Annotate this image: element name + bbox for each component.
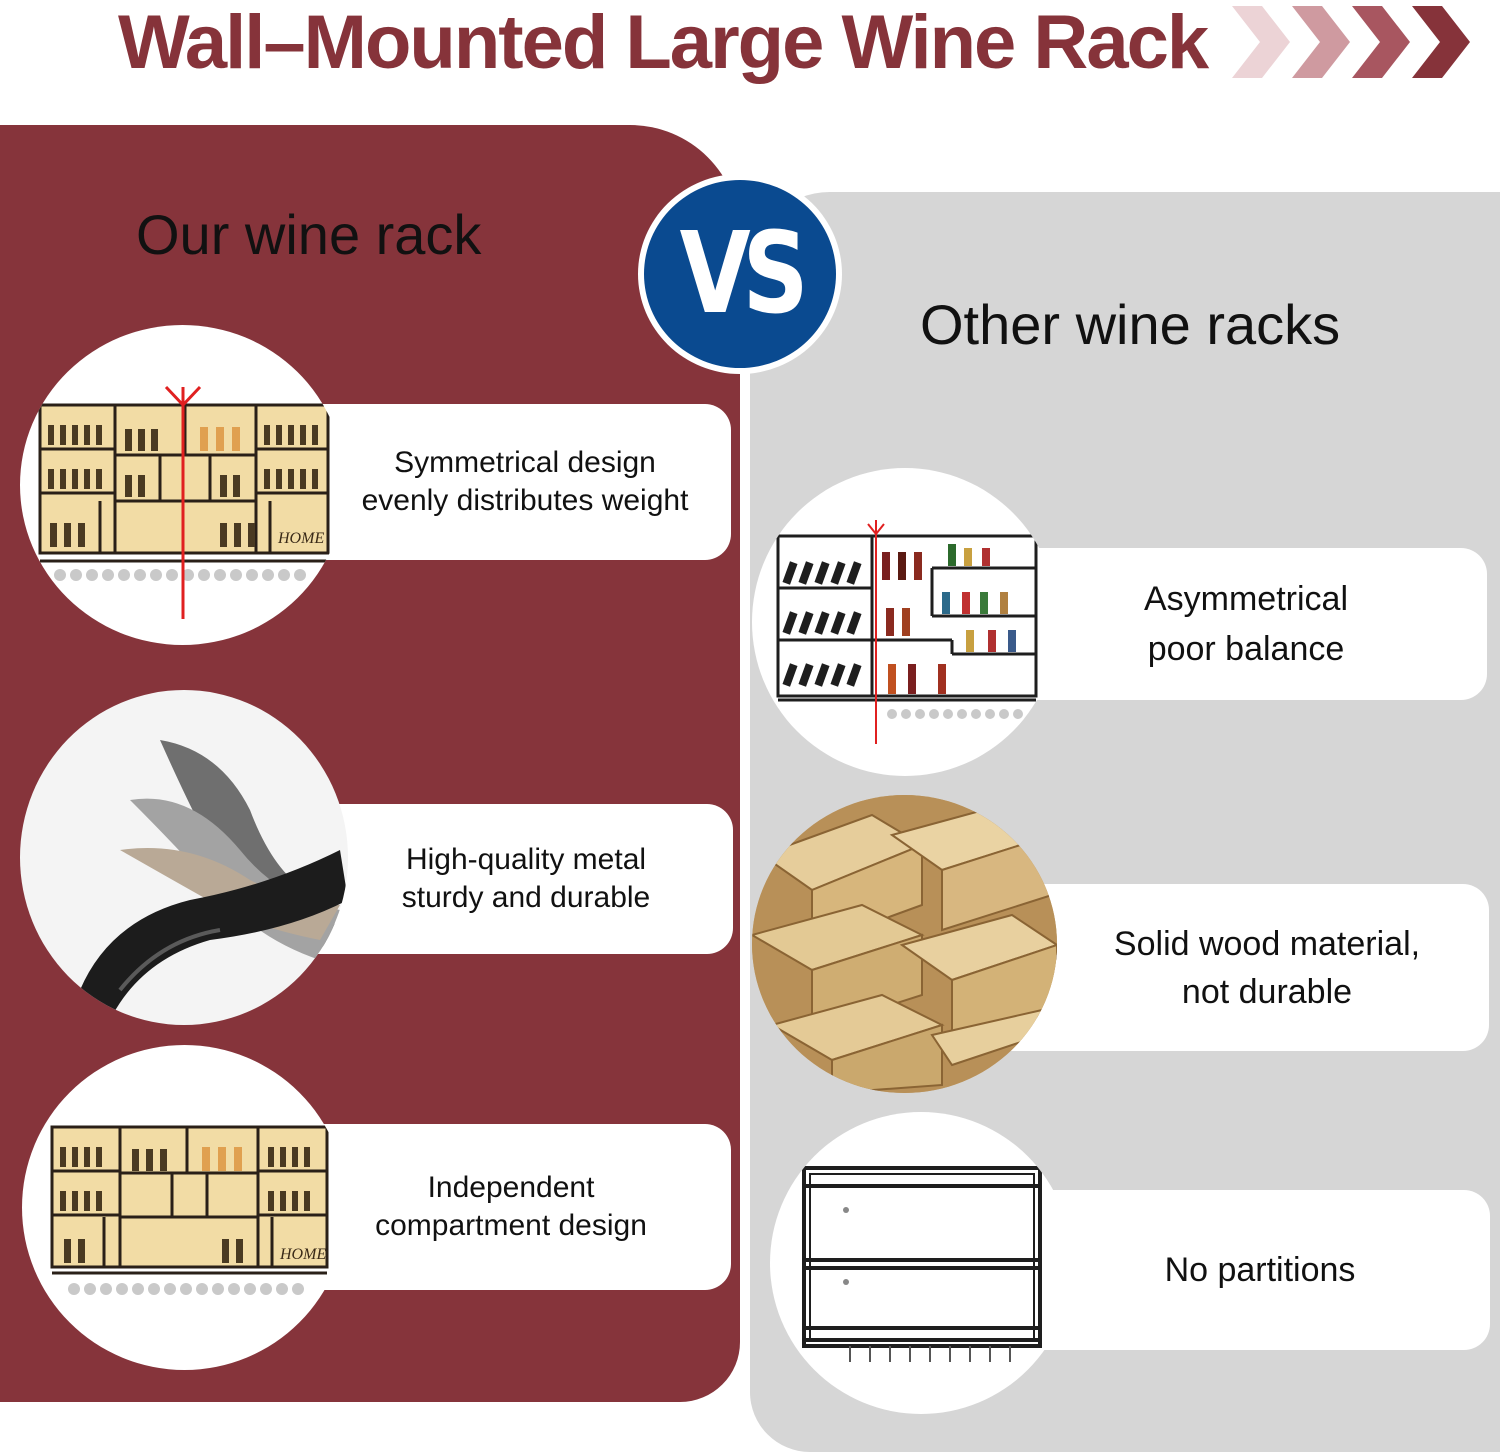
- feature-text-compartment: Independent compartment design: [330, 1124, 692, 1290]
- feature-line: poor balance: [1147, 630, 1345, 668]
- feature-text-partitions: No partitions: [1050, 1190, 1470, 1350]
- feature-text-wood: Solid wood material, not durable: [1060, 884, 1474, 1051]
- vs-text: VS: [679, 209, 809, 339]
- asymmetrical-rack-icon: [752, 468, 1058, 776]
- symmetrical-rack-icon: HOME: [20, 325, 345, 645]
- rack-sign-text: HOME: [279, 1246, 326, 1263]
- other-racks-heading: Other wine racks: [920, 293, 1341, 356]
- metal-sheets-icon: [20, 690, 348, 1025]
- feature-line: sturdy and durable: [401, 881, 651, 914]
- rack-sign-text: HOME: [277, 530, 324, 547]
- feature-line: compartment design: [375, 1209, 647, 1242]
- wood-planks-icon: [752, 795, 1057, 1093]
- feature-line: evenly distributes weight: [361, 484, 689, 517]
- feature-line: not durable: [1181, 972, 1353, 1011]
- feature-line: Symmetrical design: [394, 446, 656, 479]
- our-rack-heading: Our wine rack: [136, 203, 482, 266]
- feature-card-partitions: [1000, 1190, 1490, 1350]
- chevron-arrows-icon: [1232, 6, 1470, 78]
- feature-line: Solid wood material,: [1113, 924, 1421, 963]
- feature-line: Asymmetrical: [1143, 580, 1349, 618]
- feature-text-asymmetrical: Asymmetrical poor balance: [1050, 548, 1442, 700]
- feature-card-wood: [980, 884, 1489, 1051]
- empty-frame-rack-icon: [770, 1112, 1072, 1414]
- compartment-rack-icon: HOME: [22, 1045, 347, 1370]
- feature-text-metal: High-quality metal sturdy and durable: [340, 804, 712, 954]
- feature-line: Independent: [427, 1171, 595, 1204]
- vs-badge: VS: [638, 174, 842, 374]
- page-title: Wall–Mounted Large Wine Rack: [118, 0, 1209, 85]
- feature-line: No partitions: [1164, 1251, 1356, 1289]
- feature-line: High-quality metal: [405, 843, 647, 876]
- feature-text-symmetrical: Symmetrical design evenly distributes wei…: [330, 404, 720, 560]
